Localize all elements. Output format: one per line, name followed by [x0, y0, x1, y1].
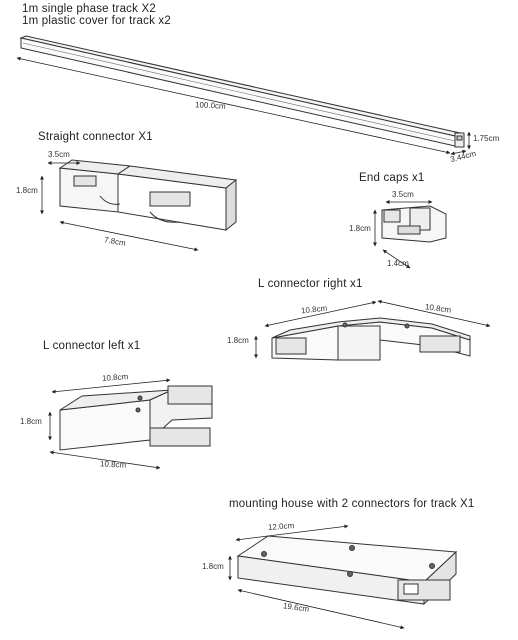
track-dimension-lines — [16, 56, 471, 156]
track-title-line2: 1m plastic cover for track x2 — [22, 15, 171, 27]
end-caps-title: End caps x1 — [359, 172, 425, 184]
track-height-label: 1.75cm — [473, 134, 500, 143]
endcap-height-label: 1.8cm — [349, 224, 371, 233]
end-caps-illustration — [381, 205, 447, 243]
endcap-depth-label: 3.5cm — [392, 190, 414, 199]
l-connector-left-title: L connector left x1 — [43, 340, 141, 352]
mounting-house-title: mounting house with 2 connectors for tra… — [229, 498, 475, 510]
lleft-height-label: 1.8cm — [20, 417, 42, 426]
track-illustration — [19, 35, 465, 148]
mounting-house-illustration — [236, 535, 458, 606]
track-title-line1: 1m single phase track X2 — [22, 3, 156, 15]
straight-connector-illustration — [58, 159, 238, 232]
mounting-house-dimension-lines — [228, 524, 405, 630]
straight-connector-dimension-lines — [40, 161, 199, 252]
l-connector-right-illustration — [271, 317, 471, 361]
end-caps-dimension-lines — [373, 200, 433, 269]
l-connector-right-dimension-lines — [254, 299, 491, 359]
lright-height-label: 1.8cm — [227, 336, 249, 345]
l-connector-right-title: L connector right x1 — [258, 278, 363, 290]
l-connector-left-illustration — [59, 385, 213, 451]
mount-height-label: 1.8cm — [202, 562, 224, 571]
l-connector-left-dimension-lines — [48, 378, 171, 470]
straight-depth-label: 3.5cm — [48, 150, 70, 159]
straight-height-label: 1.8cm — [16, 186, 38, 195]
